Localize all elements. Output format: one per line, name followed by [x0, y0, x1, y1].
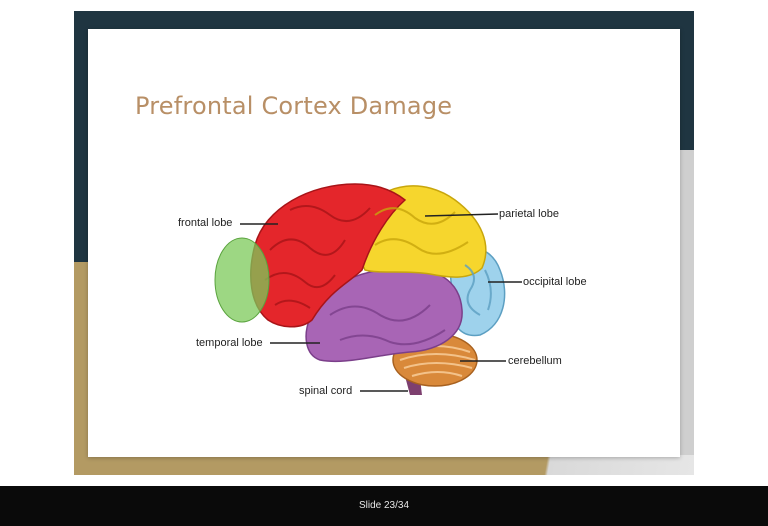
label-frontal-lobe: frontal lobe — [178, 217, 233, 229]
frame-decoration-gold-left — [74, 262, 88, 475]
frame-decoration-bottom — [74, 455, 694, 475]
brain-diagram — [214, 183, 522, 395]
prefrontal-highlight — [214, 237, 270, 323]
label-temporal-lobe: temporal lobe — [196, 337, 263, 349]
slide-title: Prefrontal Cortex Damage — [135, 92, 453, 120]
label-parietal-lobe: parietal lobe — [499, 208, 559, 220]
frame-decoration-left — [74, 11, 88, 269]
label-spinal-cord: spinal cord — [299, 385, 353, 397]
label-occipital-lobe: occipital lobe — [523, 276, 587, 288]
presentation-control-bar — [0, 486, 768, 526]
label-cerebellum: cerebellum — [508, 355, 562, 367]
frame-decoration-right — [680, 150, 694, 472]
slide-counter: Slide 23/34 — [358, 500, 410, 511]
